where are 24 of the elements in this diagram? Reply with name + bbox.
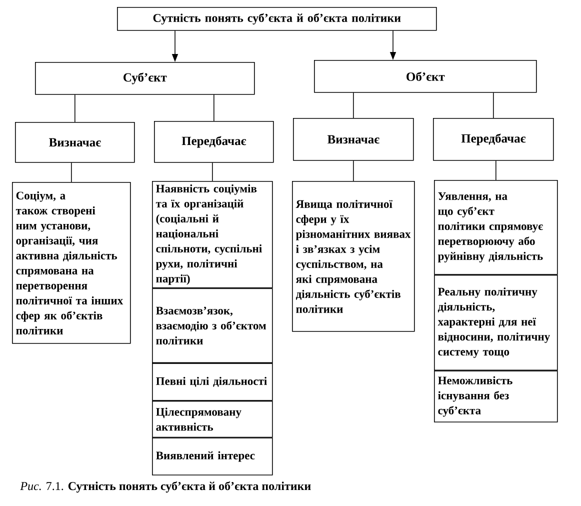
text-box: Явища політичної сфери у їх різноманітних виявах і зв’язках з усім суспільством, на які спрямована діяльність суб’єктів політики — [292, 181, 415, 332]
connector-line — [353, 92, 354, 118]
heading-box: Передбачає — [154, 121, 274, 163]
text-cell: Уявлення, на що суб’єкт політики спрямовує перетворюючу або руйнівну діяльність — [434, 180, 558, 275]
heading-box: Визначає — [293, 118, 414, 161]
text-cell: Взаємозв’язок, взаємодію з об’єктом політики — [152, 288, 273, 364]
connector-line — [74, 94, 76, 122]
text-cell: Наявність соціумів та їх організацій (соціальні й національні спільноти, суспільні рухи, політичні партії) — [152, 181, 273, 288]
heading-box: Передбачає — [433, 118, 554, 161]
connector-line — [493, 92, 494, 118]
text-cell: Неможливість існування без суб’єкта — [434, 370, 558, 422]
category-box: Об’єкт — [314, 60, 537, 93]
text-cell: Реальну політичну діяльність, характерні для неї відносини, політичну систему тощо — [434, 274, 558, 371]
connector-line — [353, 160, 354, 182]
text-cell: Виявлений інтерес — [152, 438, 273, 476]
connector-line — [212, 162, 213, 182]
connector-line — [71, 162, 72, 182]
heading-box: Визначає — [15, 122, 135, 163]
category-box: Суб’єкт — [35, 62, 255, 95]
text-cell: Певні цілі діяльності — [152, 363, 273, 401]
text-cell: Цілеспрямовану активність — [152, 400, 273, 438]
text-box: Соціум, а також створені ним установи, організації, чия активна діяльність спрямована на перетворення політичної та інших сфер як об’єктів політики — [12, 182, 131, 344]
figure-caption: Рис. 7.1. Сутність понять суб’єкта й об’єкта політики — [20, 481, 311, 493]
title-box: Сутність понять суб’єкта й об’єкта політики — [117, 7, 437, 31]
